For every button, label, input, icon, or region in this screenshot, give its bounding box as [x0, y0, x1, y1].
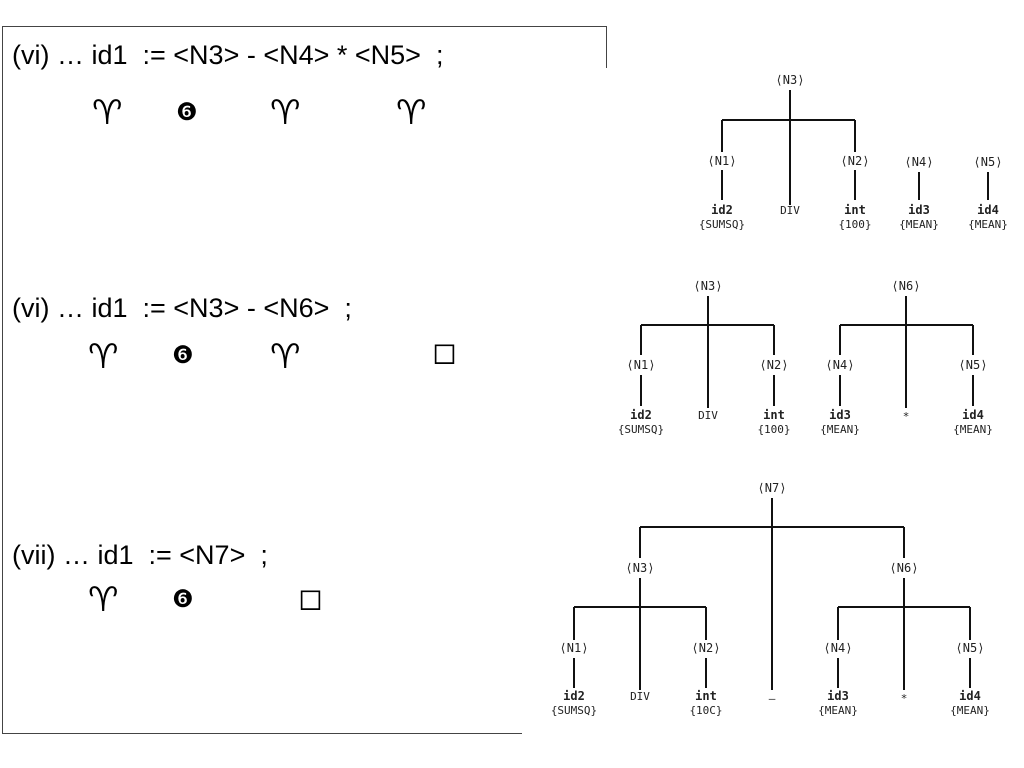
t3-leaf-id3: id3: [827, 689, 849, 703]
t3-node-n4: ⟨N4⟩: [824, 641, 853, 655]
t1-node-n3: ⟨N3⟩: [776, 73, 805, 87]
six-marker-1: ❻: [176, 98, 198, 126]
t3-leaf-sumsq: {SUMSQ}: [551, 704, 597, 717]
t2-leaf-mean4: {MEAN}: [953, 423, 993, 436]
t1-leaf-div: DIV: [780, 204, 800, 217]
six-marker-3: ❻: [172, 585, 194, 613]
t2-leaf-id2: id2: [630, 408, 652, 422]
t3-leaf-100: {10C}: [689, 704, 722, 717]
t3-leaf-star: *: [901, 692, 908, 705]
t1-node-n5: ⟨N5⟩: [974, 155, 1003, 169]
expression-line-3: (vii) … id1 := <N7> ;: [12, 540, 268, 570]
six-marker-2: ❻: [172, 341, 194, 369]
t2-node-n4: ⟨N4⟩: [826, 358, 855, 372]
t2-leaf-id3: id3: [829, 408, 851, 422]
t1-leaf-mean3: {MEAN}: [899, 218, 939, 231]
aries-symbol-1c: ♈: [396, 93, 427, 133]
expression-line-1: (vi) … id1 := <N3> - <N4> * <N5> ;: [12, 40, 444, 70]
t2-node-n3: ⟨N3⟩: [694, 279, 723, 293]
t2-node-n2: ⟨N2⟩: [760, 358, 789, 372]
expression-line-2: (vi) … id1 := <N3> - <N6> ;: [12, 293, 352, 323]
aries-symbol-2a: ♈: [88, 337, 119, 377]
aries-symbol-3a: ♈: [88, 580, 119, 620]
t1-leaf-int: int: [844, 203, 866, 217]
box-marker-3: ◻: [298, 581, 323, 616]
t2-leaf-mean3: {MEAN}: [820, 423, 860, 436]
t2-leaf-div: DIV: [698, 409, 718, 422]
t2-leaf-star: *: [903, 410, 910, 423]
t2-leaf-sumsq: {SUMSQ}: [618, 423, 664, 436]
t1-leaf-id2: id2: [711, 203, 733, 217]
t3-node-n2: ⟨N2⟩: [692, 641, 721, 655]
aries-symbol-1a: ♈: [92, 93, 123, 133]
t2-node-n5: ⟨N5⟩: [959, 358, 988, 372]
t1-leaf-sumsq: {SUMSQ}: [699, 218, 745, 231]
frame-edge: [606, 26, 607, 68]
t3-node-n5: ⟨N5⟩: [956, 641, 985, 655]
t3-leaf-id4: id4: [959, 689, 981, 703]
t3-leaf-mean3: {MEAN}: [818, 704, 858, 717]
box-marker-2: ◻: [432, 335, 457, 370]
t3-leaf-int: int: [695, 689, 717, 703]
aries-symbol-1b: ♈: [270, 93, 301, 133]
t3-leaf-id2: id2: [563, 689, 585, 703]
t3-node-n6: ⟨N6⟩: [890, 561, 919, 575]
t2-node-n1: ⟨N1⟩: [627, 358, 656, 372]
t1-leaf-id3: id3: [908, 203, 930, 217]
t1-leaf-id4: id4: [977, 203, 999, 217]
aries-symbol-2b: ♈: [270, 337, 301, 377]
t3-node-n1: ⟨N1⟩: [560, 641, 589, 655]
t1-leaf-100: {100}: [838, 218, 871, 231]
t3-node-n7: ⟨N7⟩: [758, 481, 787, 495]
t2-leaf-id4: id4: [962, 408, 984, 422]
t2-leaf-int: int: [763, 408, 785, 422]
t1-node-n2: ⟨N2⟩: [841, 154, 870, 168]
t1-leaf-mean4: {MEAN}: [968, 218, 1008, 231]
t3-leaf-minus: –: [769, 692, 776, 705]
text-frame: [2, 26, 607, 734]
t1-node-n1: ⟨N1⟩: [708, 154, 737, 168]
t2-node-n6: ⟨N6⟩: [892, 279, 921, 293]
t2-leaf-100: {100}: [757, 423, 790, 436]
t3-node-n3: ⟨N3⟩: [626, 561, 655, 575]
t1-node-n4: ⟨N4⟩: [905, 155, 934, 169]
t3-leaf-mean4: {MEAN}: [950, 704, 990, 717]
t3-leaf-div: DIV: [630, 690, 650, 703]
